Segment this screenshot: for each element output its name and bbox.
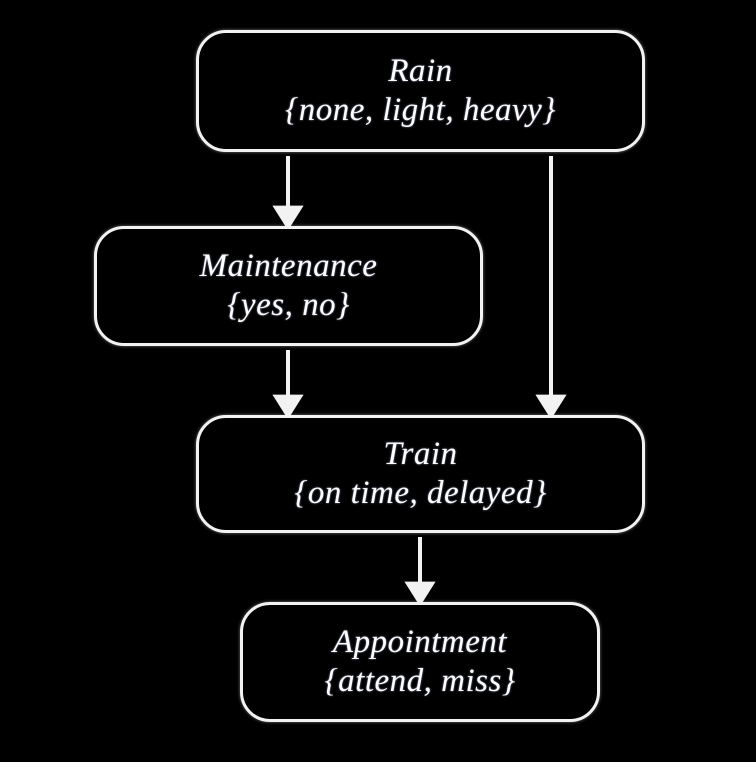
node-rain-states: {none, light, heavy} bbox=[285, 92, 556, 128]
node-train-states: {on time, delayed} bbox=[294, 475, 547, 511]
node-train[interactable]: Train {on time, delayed} bbox=[196, 415, 645, 533]
node-appointment-title: Appointment bbox=[332, 624, 508, 661]
node-maintenance-states: {yes, no} bbox=[227, 287, 350, 323]
node-appointment-states: {attend, miss} bbox=[324, 663, 516, 699]
node-rain[interactable]: Rain {none, light, heavy} bbox=[196, 30, 645, 152]
node-appointment[interactable]: Appointment {attend, miss} bbox=[240, 602, 600, 722]
node-rain-title: Rain bbox=[388, 53, 453, 90]
node-maintenance[interactable]: Maintenance {yes, no} bbox=[94, 226, 483, 346]
node-train-title: Train bbox=[383, 436, 458, 473]
node-maintenance-title: Maintenance bbox=[199, 248, 378, 285]
